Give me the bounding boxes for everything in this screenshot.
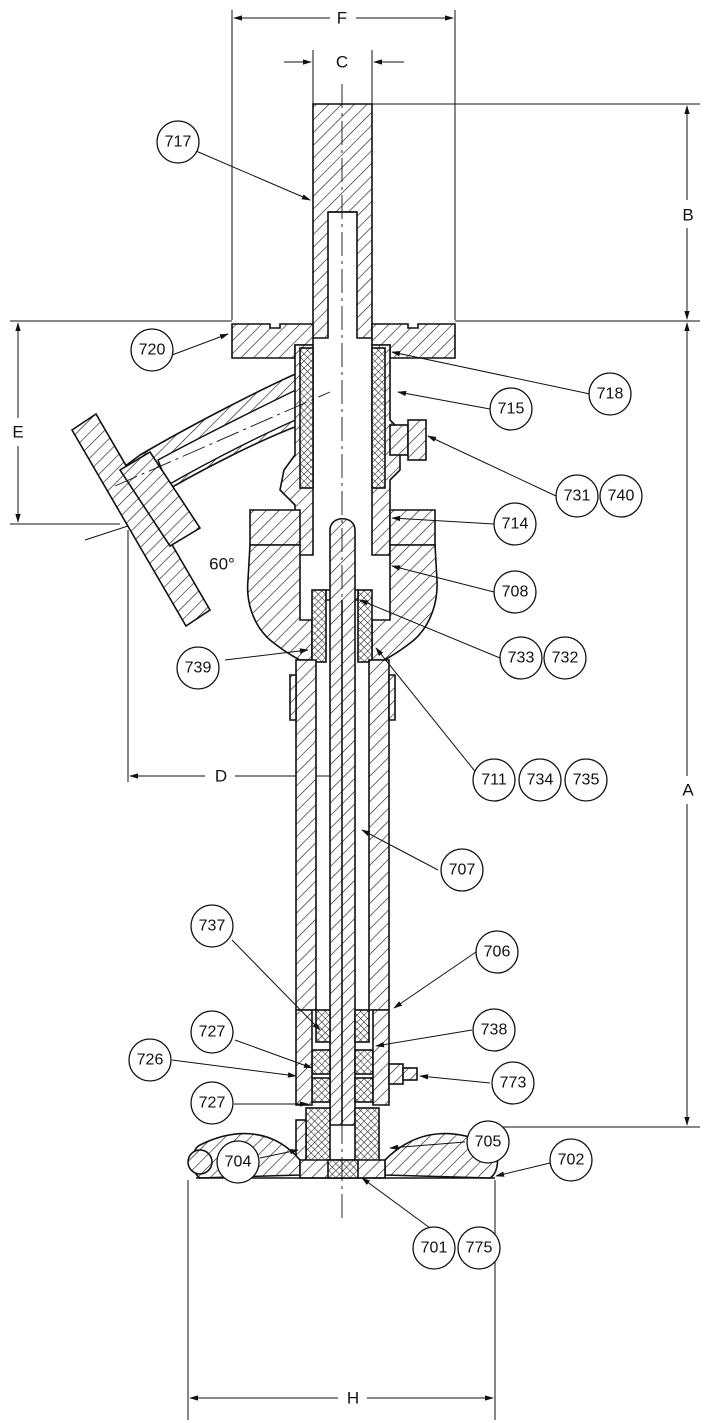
part-label-735: 735: [573, 772, 600, 789]
dimension-labels: F C B A E D H 60°: [8, 6, 698, 1410]
part-label-707: 707: [449, 862, 476, 879]
part-label-740: 740: [608, 488, 635, 505]
part-label-727-upper: 727: [199, 1024, 226, 1041]
part-label-711: 711: [481, 772, 507, 789]
part-label-718: 718: [597, 386, 624, 403]
part-label-734: 734: [527, 772, 554, 789]
part-label-701: 701: [421, 1240, 448, 1257]
leader-lines: [171, 150, 591, 1229]
part-label-727-lower: 727: [199, 1095, 226, 1112]
part-label-720: 720: [139, 342, 166, 359]
part-callouts: 717 720 718 715 731 740 714 708 739 733 …: [128, 120, 643, 1270]
part-label-737: 737: [199, 918, 226, 935]
dim-label-B: B: [682, 206, 693, 225]
part-label-738: 738: [481, 1022, 508, 1039]
part-label-731: 731: [564, 488, 591, 505]
dim-label-H: H: [347, 1389, 359, 1408]
dim-label-D: D: [215, 767, 227, 786]
part-label-704: 704: [225, 1154, 252, 1171]
part-label-708: 708: [502, 584, 529, 601]
part-label-705: 705: [475, 1134, 502, 1151]
part-label-726: 726: [137, 1052, 164, 1069]
part-label-715: 715: [498, 401, 525, 418]
valve-section-view: [70, 84, 499, 1220]
part-label-732: 732: [552, 650, 579, 667]
part-label-717: 717: [165, 134, 192, 151]
dim-label-E: E: [12, 423, 23, 442]
part-label-739: 739: [185, 660, 212, 677]
part-label-773: 773: [500, 1075, 527, 1092]
dim-label-C: C: [336, 53, 348, 72]
part-label-775: 775: [466, 1240, 493, 1257]
part-label-714: 714: [502, 516, 529, 533]
dim-label-A: A: [682, 781, 694, 800]
dim-label-F: F: [337, 9, 347, 28]
part-label-706: 706: [484, 944, 511, 961]
dimension-lines: [10, 10, 700, 1420]
part-label-702: 702: [558, 1152, 585, 1169]
angle-label: 60°: [209, 555, 235, 574]
part-label-733: 733: [508, 650, 535, 667]
